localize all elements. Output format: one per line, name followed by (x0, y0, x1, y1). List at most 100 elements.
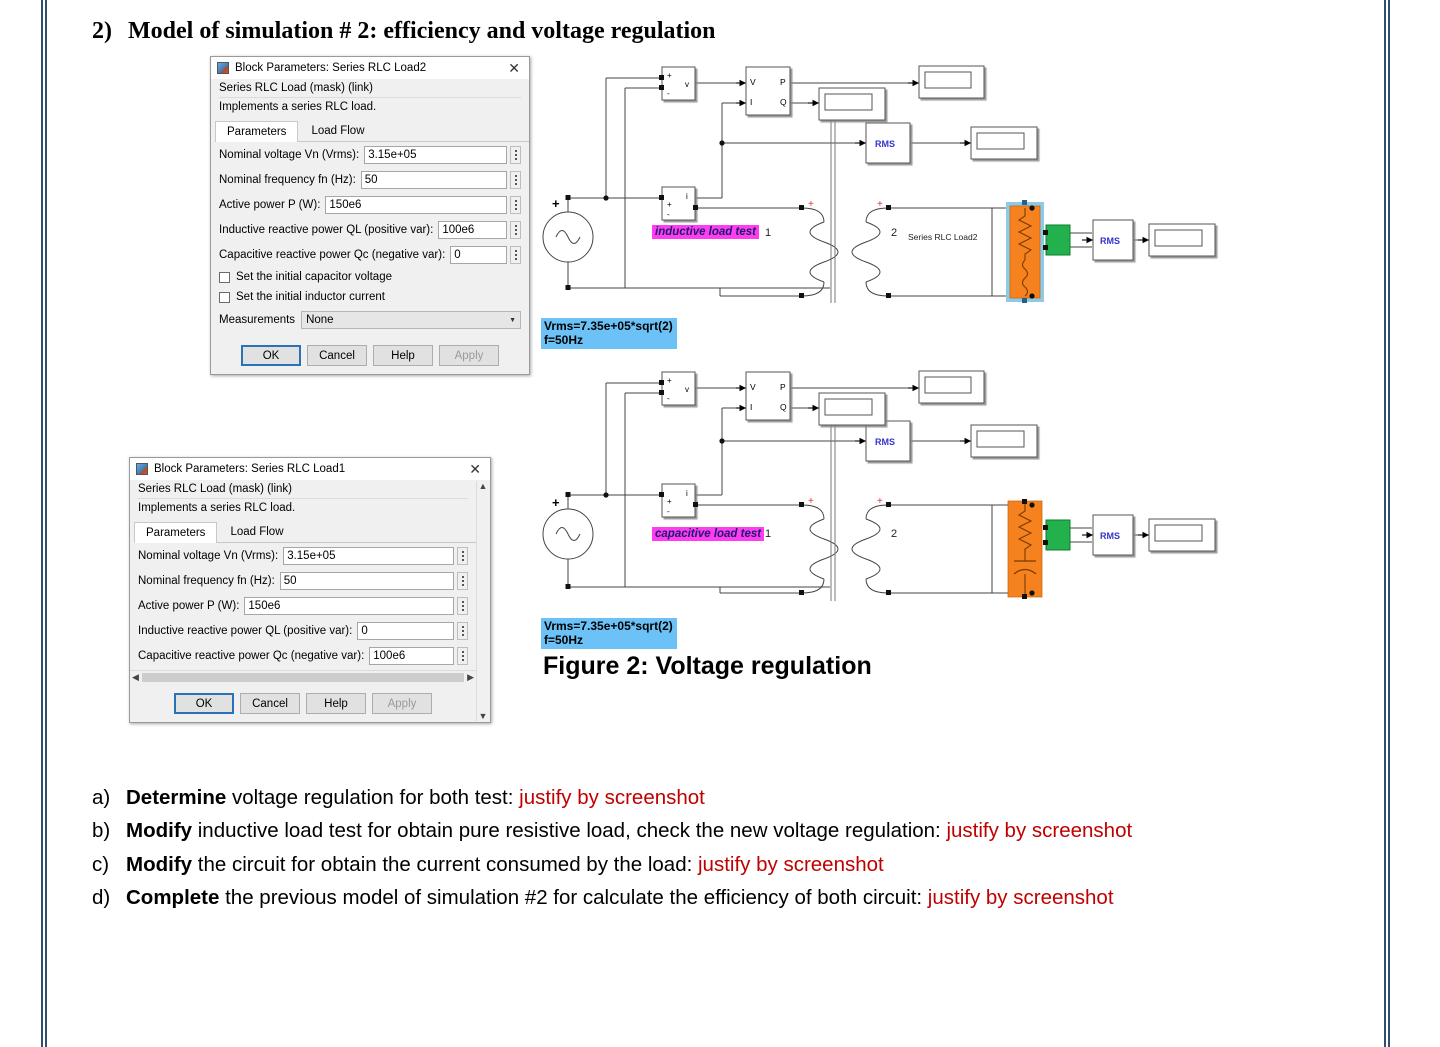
spinner-icon[interactable] (510, 221, 521, 239)
tab-parameters[interactable]: Parameters (215, 121, 299, 142)
svg-text:+: + (877, 496, 883, 507)
field-active-power[interactable]: Active power P (W): 150e6 (138, 597, 468, 615)
input-nominal-frequency[interactable]: 50 (279, 572, 454, 590)
dialog-title: Block Parameters: Series RLC Load1 (154, 462, 346, 475)
field-active-power[interactable]: Active power P (W): 150e6 (219, 196, 521, 214)
source-note-bottom-line2: f=50Hz (544, 633, 584, 648)
spinner-icon[interactable] (457, 647, 468, 665)
input-nominal-frequency[interactable]: 50 (360, 171, 507, 189)
scroll-right-icon[interactable]: ▶ (467, 671, 474, 682)
dialog-series-rlc-load2[interactable]: Block Parameters: Series RLC Load2 ✕ Ser… (210, 56, 530, 375)
checkbox-icon[interactable] (219, 291, 230, 303)
select-measurements[interactable]: None ▼ (301, 311, 521, 329)
horizontal-scrollbar[interactable]: ◀ ▶ (130, 670, 476, 683)
help-button[interactable]: Help (373, 345, 433, 366)
spinner-icon[interactable] (457, 597, 468, 615)
tab-load-flow[interactable]: Load Flow (218, 521, 296, 542)
field-inductive-reactive-power[interactable]: Inductive reactive power QL (positive va… (219, 221, 521, 239)
scroll-left-icon[interactable]: ◀ (132, 671, 139, 682)
spinner-icon[interactable] (510, 246, 521, 264)
active-reactive-power-block: V I P Q (745, 66, 791, 116)
display-block-p (918, 65, 985, 99)
field-capacitive-reactive-power[interactable]: Capacitive reactive power Qc (negative v… (138, 647, 468, 665)
parameter-fields: Nominal voltage Vn (Vrms): 3.15e+05 Nomi… (130, 543, 476, 670)
spinner-icon[interactable] (510, 171, 521, 189)
simulink-circuit-capacitive-load: + - v + - i V I P Q RMS RMS (542, 370, 1216, 601)
field-inductive-reactive-power[interactable]: Inductive reactive power QL (positive va… (138, 622, 468, 640)
spinner-icon[interactable] (457, 622, 468, 640)
input-inductive-reactive-power[interactable]: 0 (357, 622, 454, 640)
source-note-top-line1: Vrms=7.35e+05*sqrt(2) (544, 319, 673, 333)
field-capacitive-reactive-power[interactable]: Capacitive reactive power Qc (negative v… (219, 246, 521, 264)
input-nominal-voltage[interactable]: 3.15e+05 (364, 146, 507, 164)
ok-button[interactable]: OK (241, 345, 301, 366)
dialog-titlebar: Block Parameters: Series RLC Load2 ✕ (211, 57, 529, 79)
question-b-verb: Modify (126, 819, 198, 843)
page-border-left (41, 0, 47, 1047)
page-border-right (1384, 0, 1390, 1047)
svg-text:+: + (667, 497, 672, 506)
input-active-power[interactable]: 150e6 (325, 196, 507, 214)
dialog-tabs: Parameters Load Flow (134, 521, 476, 543)
tab-load-flow[interactable]: Load Flow (299, 120, 377, 141)
field-nominal-voltage[interactable]: Nominal voltage Vn (Vrms): 3.15e+05 (138, 547, 468, 565)
field-nominal-frequency[interactable]: Nominal frequency fn (Hz): 50 (138, 572, 468, 590)
svg-text:V: V (750, 77, 756, 87)
display-block-q (818, 392, 886, 426)
spinner-icon[interactable] (457, 547, 468, 565)
checkbox-initial-inductor-current[interactable]: Set the initial inductor current (219, 291, 521, 303)
tab-parameters[interactable]: Parameters (134, 522, 218, 543)
svg-text:Q: Q (780, 97, 787, 107)
voltage-measurement-block: + - v (661, 371, 696, 406)
svg-text:-: - (667, 394, 670, 403)
spinner-icon[interactable] (510, 146, 521, 164)
series-rlc-load2-label: Series RLC Load2 (908, 232, 978, 242)
field-label-capacitive-reactive-power: Capacitive reactive power Qc (negative v… (219, 249, 446, 261)
rms-block-secondary: RMS (1092, 514, 1134, 556)
svg-text:RMS: RMS (875, 139, 895, 149)
scroll-up-icon[interactable]: ▲ (478, 481, 488, 491)
field-nominal-frequency[interactable]: Nominal frequency fn (Hz): 50 (219, 171, 521, 189)
current-measurement-block: + - i (661, 483, 696, 518)
source-polarity-bottom: + (552, 495, 560, 510)
spinner-icon[interactable] (510, 196, 521, 214)
svg-text:+: + (808, 496, 814, 507)
spinner-icon[interactable] (457, 572, 468, 590)
svg-text:-: - (667, 89, 670, 98)
checkbox-label-initial-inductor-current: Set the initial inductor current (236, 291, 385, 303)
scroll-down-icon[interactable]: ▼ (478, 711, 488, 721)
voltage-measurement-green-block (1043, 519, 1071, 551)
question-item-d: d) Complete the previous model of simula… (92, 881, 1384, 914)
series-rlc-load1-block (1007, 499, 1043, 599)
svg-text:i: i (686, 192, 688, 201)
inductive-load-test-label: inductive load test (652, 225, 759, 239)
svg-text:Q: Q (780, 402, 787, 412)
close-icon[interactable]: ✕ (469, 460, 481, 477)
cancel-button[interactable]: Cancel (240, 693, 300, 714)
svg-text:P: P (780, 382, 786, 392)
help-button[interactable]: Help (306, 693, 366, 714)
svg-text:+: + (667, 71, 672, 80)
dialog-series-rlc-load1[interactable]: Block Parameters: Series RLC Load1 ✕ ▲ ▼… (129, 457, 491, 723)
checkbox-initial-capacitor-voltage[interactable]: Set the initial capacitor voltage (219, 271, 521, 283)
close-icon[interactable]: ✕ (508, 59, 520, 76)
checkbox-label-initial-capacitor-voltage: Set the initial capacitor voltage (236, 271, 392, 283)
question-marker-b: b) (92, 819, 111, 843)
input-nominal-voltage[interactable]: 3.15e+05 (283, 547, 454, 565)
field-measurements[interactable]: Measurements None ▼ (219, 311, 521, 329)
field-nominal-voltage[interactable]: Nominal voltage Vn (Vrms): 3.15e+05 (219, 146, 521, 164)
vertical-scrollbar[interactable]: ▲ ▼ (476, 481, 489, 721)
checkbox-icon[interactable] (219, 271, 230, 283)
svg-text:I: I (750, 402, 752, 412)
display-block-vrms-secondary (1148, 223, 1216, 257)
field-label-active-power: Active power P (W): (138, 600, 240, 612)
input-capacitive-reactive-power[interactable]: 0 (450, 246, 507, 264)
dialog-description: Series RLC Load (mask) (link) Implements… (130, 480, 476, 515)
input-inductive-reactive-power[interactable]: 100e6 (438, 221, 507, 239)
input-capacitive-reactive-power[interactable]: 100e6 (369, 647, 454, 665)
ok-button[interactable]: OK (174, 693, 234, 714)
scrollbar-thumb[interactable] (141, 672, 465, 682)
cancel-button[interactable]: Cancel (307, 345, 367, 366)
apply-button: Apply (439, 345, 499, 366)
input-active-power[interactable]: 150e6 (244, 597, 454, 615)
